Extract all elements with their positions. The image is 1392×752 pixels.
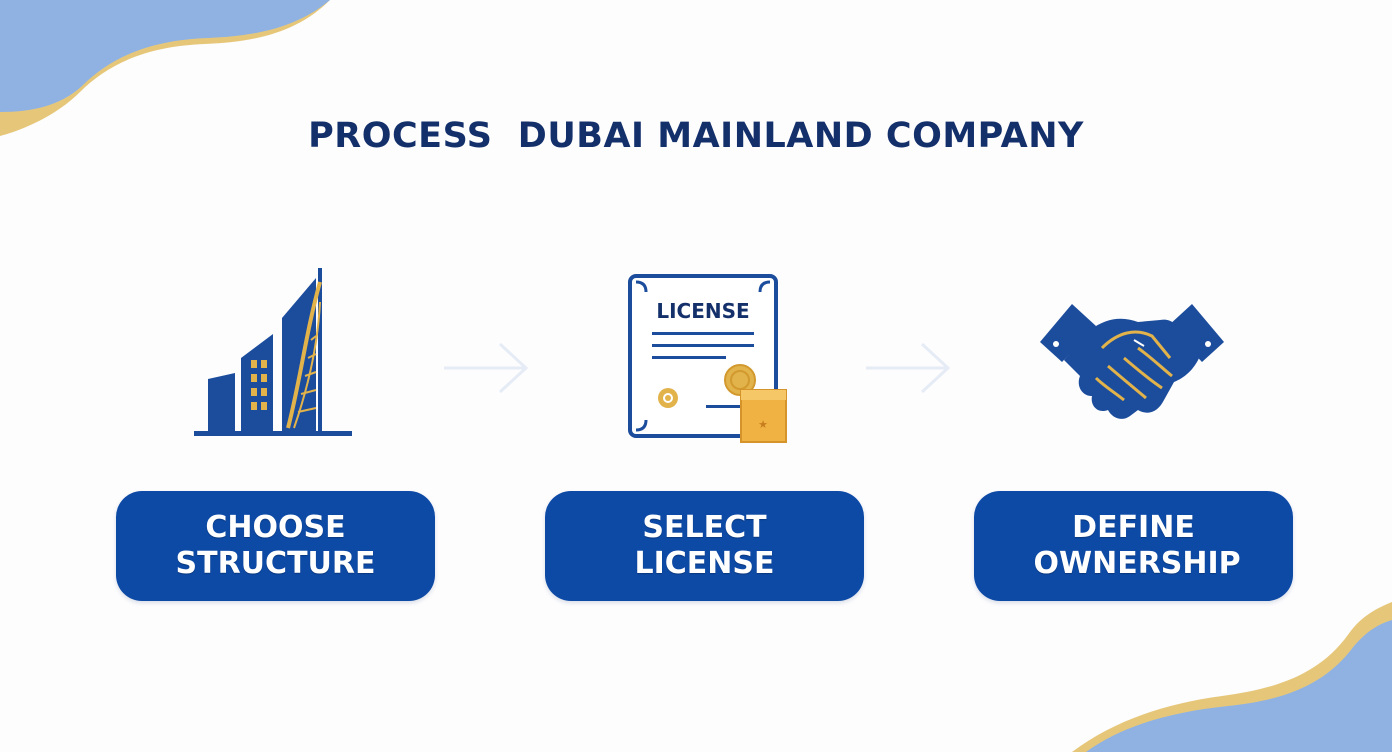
license-certificate-icon: LICENSE ★ — [628, 274, 787, 443]
step-label: DEFINE OWNERSHIP — [1033, 510, 1241, 581]
license-heading: LICENSE — [656, 299, 749, 323]
step-select-license: SELECT LICENSE — [545, 491, 864, 601]
arrow-right-icon — [444, 342, 529, 394]
step-choose-structure: CHOOSE STRUCTURE — [116, 491, 435, 601]
step-label: SELECT LICENSE — [634, 510, 775, 581]
svg-text:★: ★ — [758, 418, 768, 431]
corner-decoration-top-left — [0, 0, 330, 136]
corner-decoration-bottom-right — [1072, 602, 1392, 752]
building-icon — [194, 268, 352, 436]
page-title: PROCESS DUBAI MAINLAND COMPANY — [308, 116, 1084, 156]
step-define-ownership: DEFINE OWNERSHIP — [974, 491, 1293, 601]
arrow-right-icon — [866, 342, 951, 394]
handshake-icon — [1040, 304, 1224, 419]
step-label: CHOOSE STRUCTURE — [175, 510, 376, 581]
